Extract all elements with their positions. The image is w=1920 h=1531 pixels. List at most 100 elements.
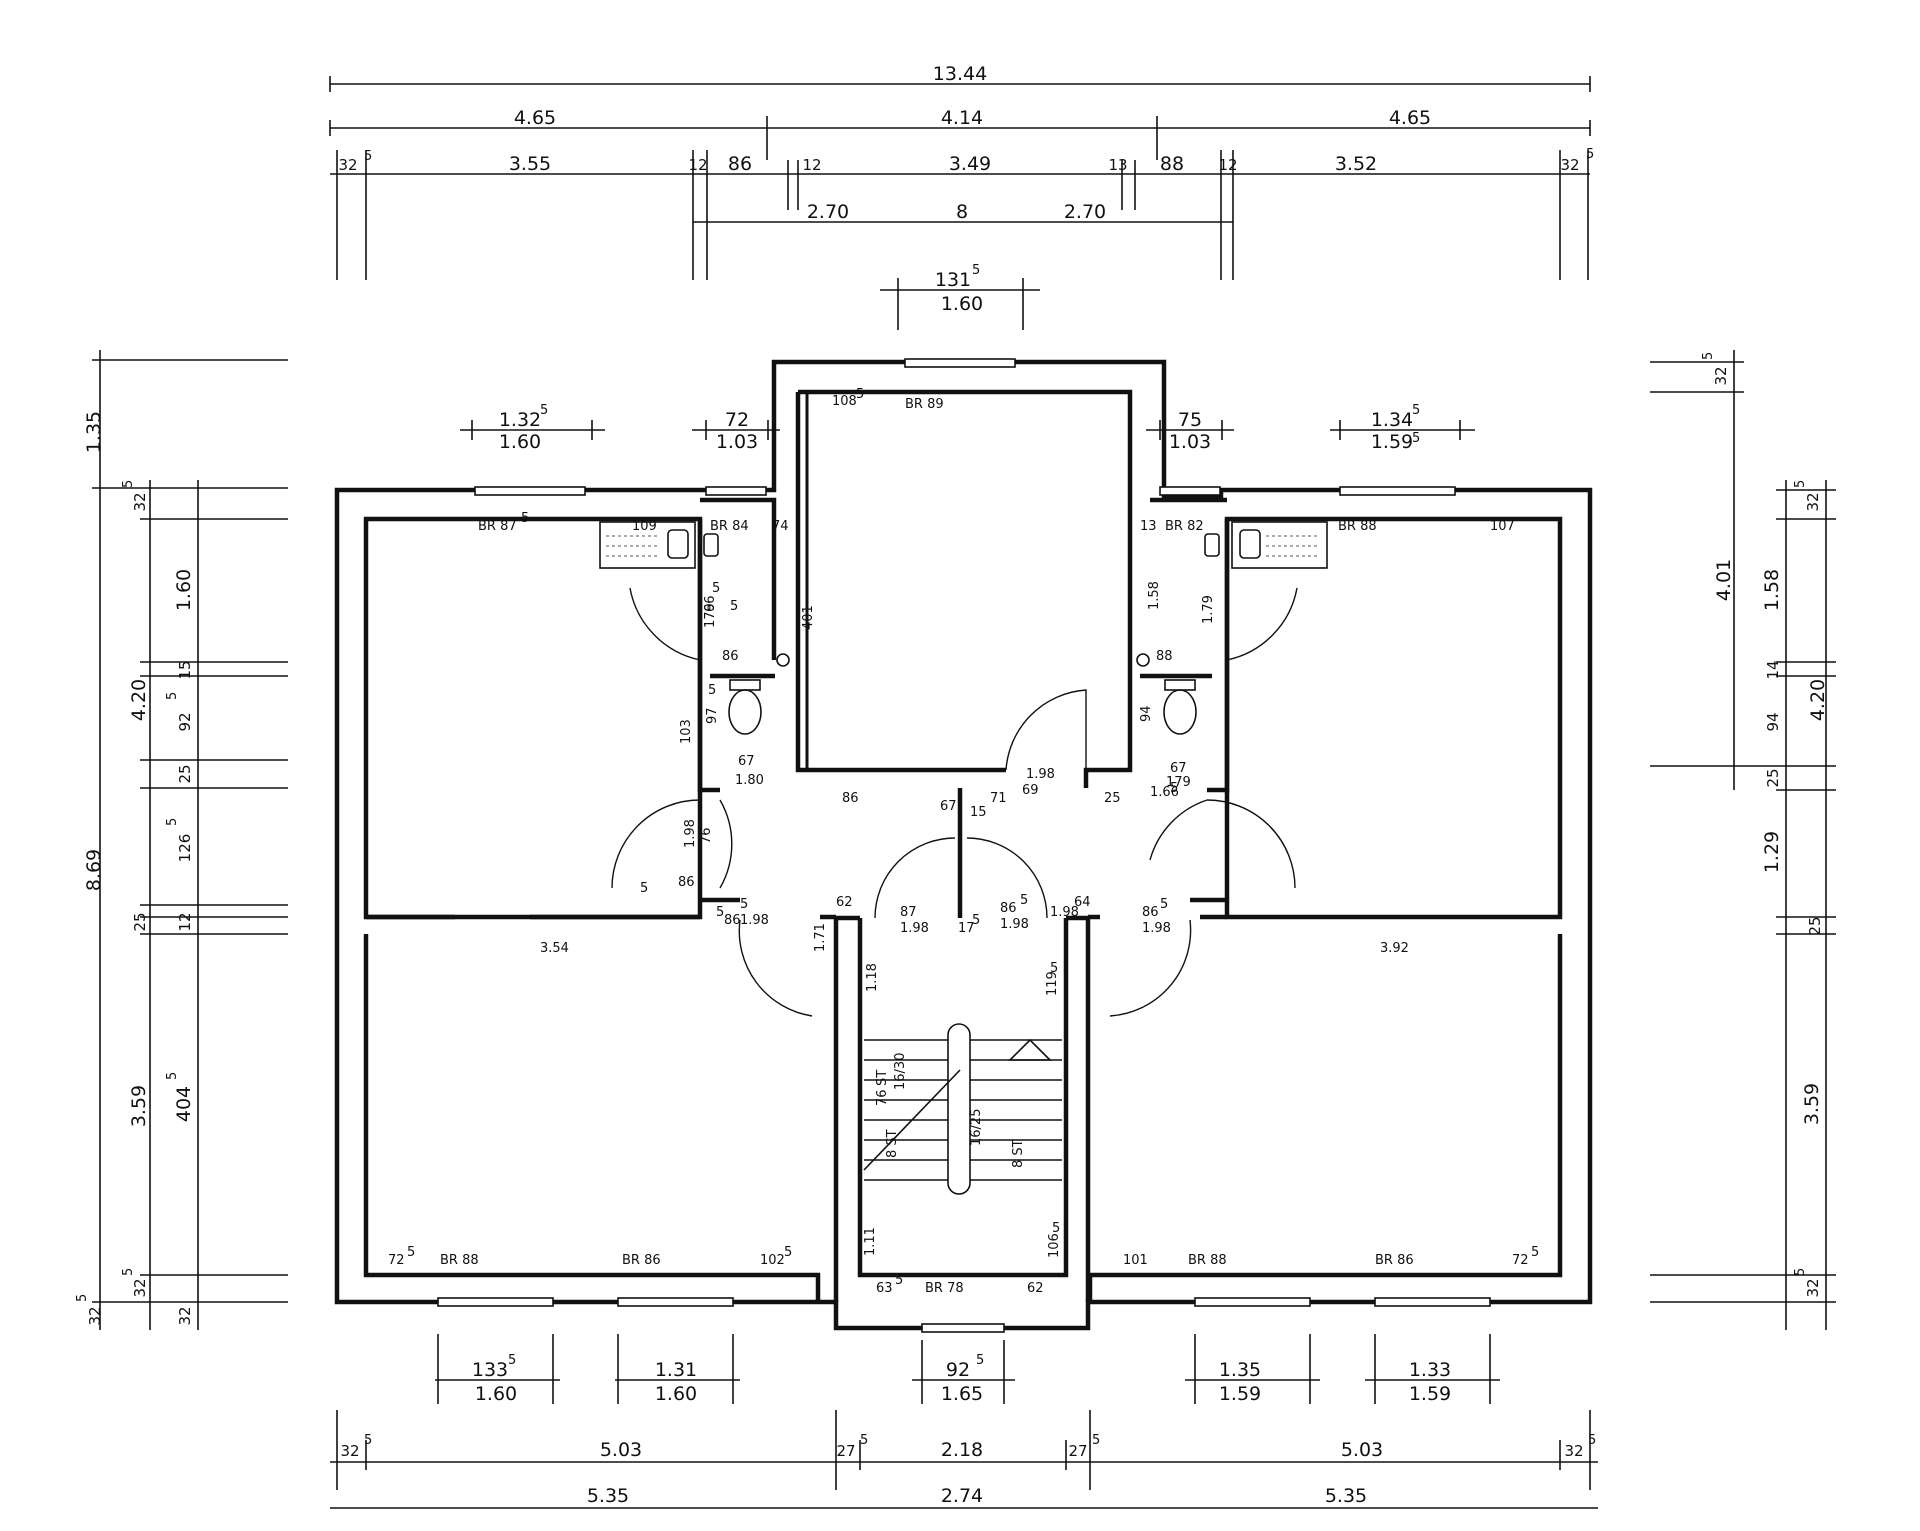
bw-1-sup: 5 xyxy=(508,1353,516,1368)
room-label-74: 62 xyxy=(1027,1281,1044,1296)
room-label-22: 179 xyxy=(1166,775,1191,790)
ldim-top: 1.35 xyxy=(83,411,105,453)
bw-3-upper: 92 xyxy=(946,1359,970,1381)
room-label-33: 76 xyxy=(699,827,714,844)
ldim-14: 5 xyxy=(165,1072,180,1080)
bw-3-sup: 5 xyxy=(976,1353,984,1368)
room-label-43: 1.98 xyxy=(1000,917,1029,932)
room-label-6: 401 xyxy=(801,605,816,630)
room-label-17: 5 xyxy=(708,683,716,698)
dim-wall-b: 12 xyxy=(802,156,821,174)
dim-wall-left-sup: 5 xyxy=(364,149,372,164)
rdim-7: 4.20 xyxy=(1807,679,1829,721)
bw-4-upper: 1.35 xyxy=(1219,1359,1261,1381)
bw-3-lower: 1.65 xyxy=(941,1383,983,1405)
room-label-37: 1.98 xyxy=(740,913,769,928)
uw-1-sup: 5 xyxy=(540,403,548,418)
room-label-65: 72 xyxy=(388,1253,405,1268)
room-label-58: 5 xyxy=(972,913,980,928)
ldim-18: 5 xyxy=(75,1294,90,1302)
room-label-56: 5 xyxy=(1050,961,1058,976)
room-label-0: 108 xyxy=(832,394,857,409)
upper-window-dimensions: 1.32 5 1.60 72 1.03 75 1.03 1.34 5 1.59 … xyxy=(460,403,1475,453)
ldim-12: 3.59 xyxy=(128,1085,150,1127)
room-label-71: 5 xyxy=(1531,1245,1539,1260)
room-label-38: 62 xyxy=(836,895,853,910)
room-label-21: 67 xyxy=(1170,761,1187,776)
room-label-26: 1.98 xyxy=(1026,767,1055,782)
uw-4-lower: 1.59 xyxy=(1371,431,1413,453)
ldim-8: 126 xyxy=(176,834,194,863)
ldim-4: 15 xyxy=(176,660,194,679)
room-label-29: 15 xyxy=(970,805,987,820)
room-label-27: 69 xyxy=(1022,783,1039,798)
uw-3-upper: 75 xyxy=(1178,409,1202,431)
ldim-3: 4.20 xyxy=(128,679,150,721)
bdim-wall-left: 32 xyxy=(340,1442,359,1460)
bdim-wall-a: 27 xyxy=(836,1442,855,1460)
uw-3-lower: 1.03 xyxy=(1169,431,1211,453)
room-label-13: 88 xyxy=(1156,649,1173,664)
ldim-11: 12 xyxy=(176,912,194,931)
sill-label-10: BR 86 xyxy=(1375,1253,1414,1268)
room-label-30: 71 xyxy=(990,791,1007,806)
dim-wall-left: 32 xyxy=(338,156,357,174)
room-label-49: 5 xyxy=(716,905,724,920)
room-label-75: 106 xyxy=(1047,1233,1062,1258)
room-label-8: 66 xyxy=(703,595,718,612)
top-dimension-right: 4.65 xyxy=(1389,107,1431,129)
rdim-9: 25 xyxy=(1764,768,1782,787)
room-label-70: 72 xyxy=(1512,1253,1529,1268)
door-swings xyxy=(611,587,1298,1017)
rdim-6: 14 xyxy=(1764,660,1782,679)
room-label-1: 5 xyxy=(856,387,864,402)
dim-wall-right: 32 xyxy=(1560,156,1579,174)
bw-1-upper: 133 xyxy=(472,1359,508,1381)
walls xyxy=(334,359,1593,1331)
room-label-35: 86 xyxy=(678,875,695,890)
bdim-total-right: 5.35 xyxy=(1325,1485,1367,1507)
left-dimension-chain: 8.69 1.35 32 5 1.60 4.20 15 92 5 25 126 … xyxy=(75,350,288,1330)
room-label-41: 86 xyxy=(1000,901,1017,916)
room-label-2: 109 xyxy=(632,519,657,534)
room-label-23: 5 xyxy=(1170,781,1178,796)
bdim-wall-a-sup: 5 xyxy=(860,1433,868,1448)
rdim-13: 32 xyxy=(1804,1278,1822,1297)
room-label-7: 1.58 xyxy=(1147,581,1162,610)
rdim-12: 3.59 xyxy=(1801,1083,1823,1125)
rdim-5: 1.58 xyxy=(1761,569,1783,611)
sill-label-5: BR 88 xyxy=(1338,519,1377,534)
ldim-7: 25 xyxy=(176,764,194,783)
room-label-44: 64 xyxy=(1074,895,1091,910)
bdim-wall-left-sup: 5 xyxy=(364,1433,372,1448)
room-label-46: 5 xyxy=(1160,897,1168,912)
room-label-3: 107 xyxy=(1490,519,1515,534)
rdim-1: 5 xyxy=(1701,352,1716,360)
room-label-19: 67 xyxy=(738,754,755,769)
ldim-5: 92 xyxy=(176,712,194,731)
dim-stair-wall: 8 xyxy=(956,201,968,223)
ldim-1: 5 xyxy=(121,480,136,488)
room-label-45: 86 xyxy=(1142,905,1159,920)
room-label-20: 1.80 xyxy=(735,773,764,788)
top-total-dimension: 13.44 xyxy=(933,63,987,85)
uw-1-lower: 1.60 xyxy=(499,431,541,453)
uw-4-sup: 5 xyxy=(1412,403,1420,418)
room-label-59: 76 xyxy=(875,1089,890,1106)
room-label-67: 102 xyxy=(760,1253,785,1268)
room-label-68: 5 xyxy=(784,1245,792,1260)
bw-4-lower: 1.59 xyxy=(1219,1383,1261,1405)
room-label-39: 87 xyxy=(900,905,917,920)
bw-2-lower: 1.60 xyxy=(655,1383,697,1405)
room-label-64: 8 ST xyxy=(1011,1139,1026,1168)
sill-labels: BR 87 5 BR 84 BR 89 BR 82 BR 88 BR 88 BR… xyxy=(440,397,1414,1296)
room-label-14: 1.79 xyxy=(1201,595,1216,624)
ldim-10: 25 xyxy=(131,912,149,931)
dim-top-window-sup: 5 xyxy=(972,263,980,278)
sill-label-6: BR 88 xyxy=(440,1253,479,1268)
room-dimension-labels: 108 5 109 107 74 13 401 1.58 66 5 179 5 … xyxy=(388,387,1539,1296)
uw-2-upper: 72 xyxy=(725,409,749,431)
room-label-4: 74 xyxy=(772,519,789,534)
dim-wall-d: 12 xyxy=(1218,156,1237,174)
